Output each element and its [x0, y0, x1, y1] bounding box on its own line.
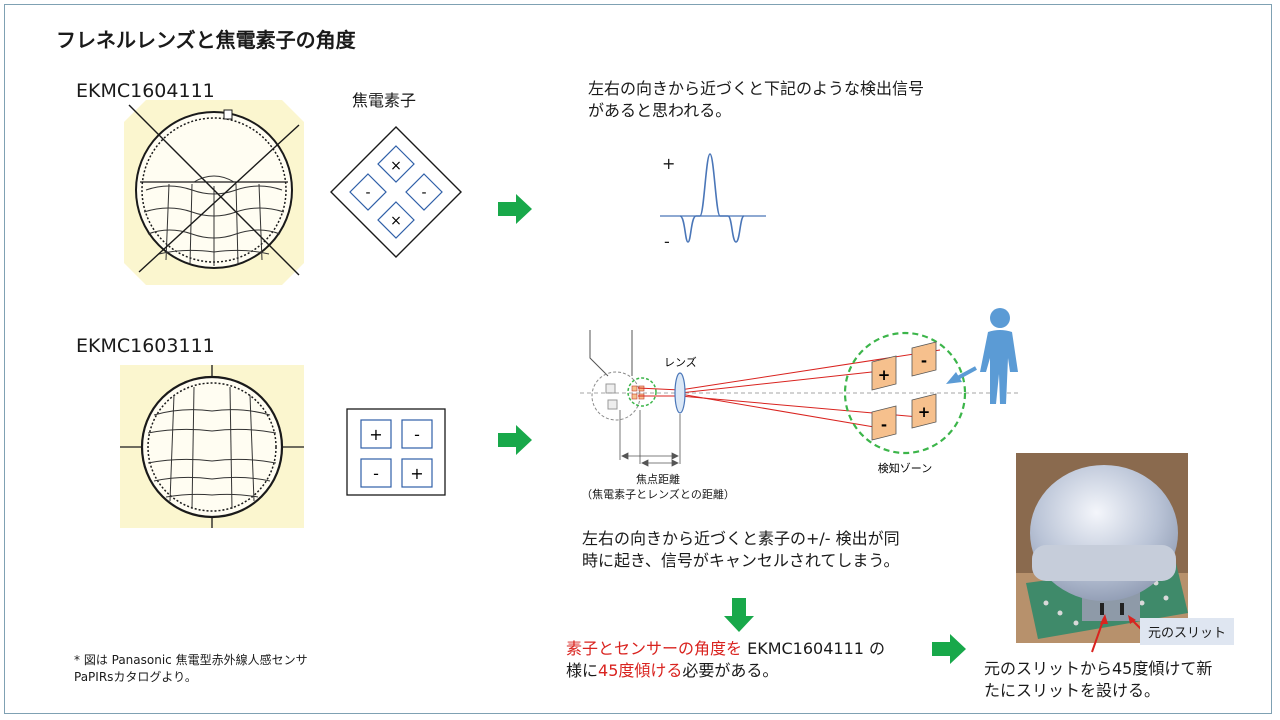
- bottom-description: 左右の向きから近づくと素子の+/- 検出が同 時に起き、信号がキャンセルされてし…: [582, 529, 900, 570]
- element-sign-2: -: [414, 425, 420, 444]
- footnote: * 図は Panasonic 焦電型赤外線人感センサ PaPIRsカタログより。: [74, 653, 308, 684]
- right-arrow-bottom: [498, 425, 532, 455]
- signal-minus-label: -: [664, 232, 670, 251]
- person-icon: [980, 308, 1018, 404]
- zone-sign-1: +: [878, 366, 891, 384]
- pyroelectric-element-4111: × - - ×: [330, 126, 462, 258]
- lens-label: レンズ: [664, 355, 697, 369]
- top-description: 左右の向きから近づくと下記のような検出信号 があると思われる。: [588, 79, 925, 120]
- slide-frame: [4, 4, 1272, 714]
- zone-sign-4: +: [918, 403, 931, 421]
- original-slit-label: 元のスリット: [1140, 618, 1235, 645]
- photo-caption: 元のスリットから45度傾けて新 たにスリットを設ける。: [984, 659, 1213, 700]
- element-sign-left: -: [365, 185, 370, 201]
- fresnel-lens-4111-diagram: [124, 100, 304, 285]
- element-label: 焦電素子: [352, 91, 417, 110]
- slide-title: フレネルレンズと焦電素子の角度: [56, 28, 356, 52]
- approach-arrow-icon: [946, 366, 977, 384]
- slit-pointer-arrows: [1091, 614, 1143, 653]
- element-sign-bottom: ×: [390, 213, 402, 229]
- element-sign-3: -: [373, 464, 379, 483]
- down-arrow: [724, 598, 754, 632]
- focal-distance-label: 焦点距離 （焦電素子とレンズとの距離）: [581, 473, 735, 501]
- right-arrow-conclusion: [932, 634, 966, 664]
- right-arrow-top: [498, 194, 532, 224]
- fresnel-lens-3111-diagram: [120, 365, 304, 528]
- model-top: EKMC1604111: [76, 80, 215, 102]
- detection-zone-diagram: レンズ + - - + 検知ゾーン: [580, 308, 1020, 475]
- zone-sign-2: -: [921, 352, 927, 370]
- model-bottom: EKMC1603111: [76, 335, 215, 357]
- element-sign-4: +: [410, 464, 423, 483]
- element-sign-right: -: [421, 185, 426, 201]
- element-sign-1: +: [369, 425, 382, 444]
- signal-plus-label: +: [662, 154, 676, 173]
- element-sign-top: ×: [390, 158, 402, 174]
- pyroelectric-element-3111: + - - +: [346, 408, 446, 496]
- conclusion-text: 素子とセンサーの角度を EKMC1604111 の 様に45度傾ける必要がある。: [566, 639, 886, 680]
- zone-sign-3: -: [881, 416, 887, 434]
- zone-label: 検知ゾーン: [878, 461, 932, 475]
- detection-signal-waveform: [660, 153, 766, 243]
